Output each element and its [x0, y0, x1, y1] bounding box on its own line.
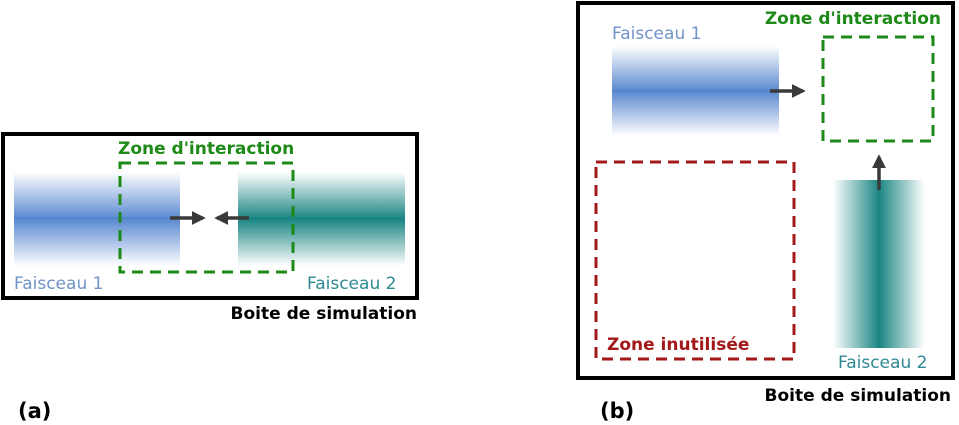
panel-letter-b: (b)	[600, 399, 634, 423]
beam-2-a	[238, 172, 405, 266]
panel-b: Zone d'interaction Faisceau 1 Zone inuti…	[576, 1, 955, 423]
interaction-zone-b	[821, 35, 935, 143]
panel-letter-a: (a)	[18, 399, 51, 423]
unused-zone-b	[594, 160, 796, 361]
simulation-box-label-b: Boite de simulation	[765, 386, 951, 406]
beam-2-label-a: Faisceau 2	[307, 274, 396, 294]
simulation-box-b	[576, 1, 955, 380]
simulation-box-label-a: Boite de simulation	[231, 304, 417, 324]
beam-1-a	[14, 172, 180, 266]
interaction-zone-label-b: Zone d'interaction	[765, 9, 941, 29]
panel-a: Zone d'interaction Faisceau 1 Faisceau 2…	[1, 132, 419, 423]
interaction-zone-a	[118, 161, 295, 274]
beam-2-label-b: Faisceau 2	[838, 353, 927, 373]
beam-1-label-b: Faisceau 1	[612, 24, 701, 44]
unused-zone-label-b: Zone inutilisée	[607, 335, 749, 355]
simulation-box-a	[1, 132, 419, 300]
beam-1-label-a: Faisceau 1	[14, 274, 103, 294]
interaction-zone-label-a: Zone d'interaction	[118, 139, 294, 159]
